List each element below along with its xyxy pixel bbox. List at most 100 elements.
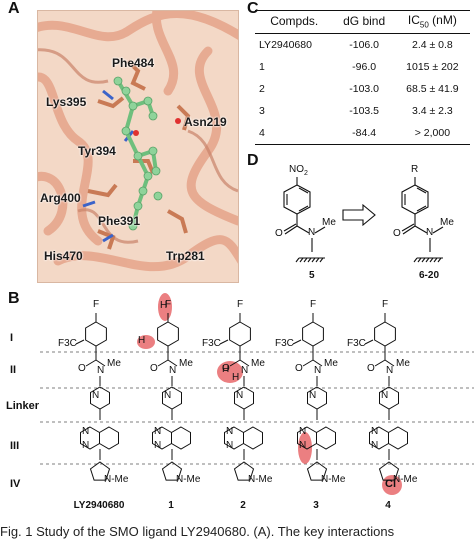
row-label: III	[10, 440, 20, 452]
atom-label: F3C	[275, 338, 294, 349]
row-label: Linker	[6, 400, 40, 412]
atom-label: F3C	[202, 338, 221, 349]
compound-label: 2	[240, 500, 246, 511]
atom-label: Cl	[385, 478, 396, 490]
atom-label: N	[164, 390, 172, 401]
panel-b-label: B	[8, 290, 20, 307]
atom-label: N	[154, 440, 162, 451]
atom-label: N	[226, 426, 234, 437]
table-cell: 1015 ± 202	[406, 61, 459, 74]
atom-label: N	[314, 365, 322, 376]
table-cell: 3	[259, 105, 265, 118]
atom-label: N	[226, 440, 234, 451]
residue-label: His470	[44, 249, 83, 263]
atom-label: N	[92, 390, 100, 401]
table-cell: -106.0	[349, 39, 380, 52]
scaffold-comparison: NO2 O N Me 5 R O N Me 6-20	[255, 160, 470, 290]
row-label: II	[10, 364, 17, 376]
atom-label: N-Me	[393, 474, 418, 485]
scaffold-drawing	[283, 177, 444, 263]
compound-label: 6-20	[419, 270, 440, 281]
table-cell: 3.4 ± 2.3	[411, 105, 453, 118]
table-row: 4-84.4> 2,000	[255, 122, 470, 146]
table-cell: 2	[259, 83, 265, 96]
residue-label: Asn219	[184, 115, 227, 129]
column-header-ic50: IC50 (nM)	[394, 9, 470, 35]
atom-label: N	[154, 426, 162, 437]
residue-label: Trp281	[166, 249, 205, 263]
atom-label: F	[310, 299, 317, 310]
table-cell: 1	[259, 61, 265, 74]
protein-ligand-image: Phe484 Lys395 Asn219 Tyr394 Arg400 Phe39…	[37, 10, 239, 283]
atom-label: H	[160, 300, 168, 311]
panel-d-label: D	[247, 152, 259, 169]
atom-label: F3C	[347, 338, 366, 349]
binding-table: Compds. dG bind IC50 (nM) LY2940680 -106.…	[255, 9, 470, 160]
table-row: 3 -103.5 3.4 ± 2.3	[255, 100, 470, 122]
compound-label: LY2940680	[73, 500, 125, 511]
atom-label: Me	[396, 358, 410, 369]
atom-label: H	[222, 364, 230, 375]
atom-label: N	[82, 426, 90, 437]
residue-label: Phe484	[112, 56, 155, 70]
figure-caption: Fig. 1 Study of the SMO ligand LY2940680…	[0, 524, 395, 539]
atom-label: Me	[251, 358, 265, 369]
compound-label: 1	[168, 500, 174, 511]
table-cell: -84.4	[333, 122, 395, 146]
nitrogen-atom: N	[426, 227, 434, 238]
table-cell: -103.0	[349, 83, 380, 96]
atom-label: O	[78, 363, 86, 374]
atom-label: Me	[107, 358, 121, 369]
column-header: dG bind	[333, 9, 395, 35]
atom-label: N-Me	[104, 474, 129, 485]
table-cell: -103.5	[349, 105, 380, 118]
compound-label: 4	[385, 500, 391, 511]
atom-label: O	[150, 363, 158, 374]
compound-label: 5	[309, 270, 315, 281]
atom-label: N-Me	[176, 474, 201, 485]
atom-label: F	[237, 299, 244, 310]
atom-label: F	[382, 299, 389, 310]
residue-label: Lys395	[46, 95, 87, 109]
column-header: Compds.	[255, 9, 334, 35]
panel-c-label: C	[247, 0, 259, 17]
atom-label: N	[236, 390, 244, 401]
atom-label: O	[367, 363, 375, 374]
compound-label: 3	[313, 500, 319, 511]
atom-label: N	[169, 365, 177, 376]
residue-label: Arg400	[40, 191, 81, 205]
residue-label: Tyr394	[78, 144, 116, 158]
atom-label: F	[165, 299, 172, 310]
oxygen-atom: O	[275, 228, 283, 239]
table-cell: > 2,000	[394, 122, 470, 146]
table-header-row: Compds. dG bind IC50 (nM)	[255, 9, 470, 35]
atom-label: N	[386, 365, 394, 376]
r-group-label: R	[411, 164, 419, 175]
methyl-label: Me	[440, 217, 454, 228]
atom-label: F	[93, 299, 100, 310]
nitro-group-label: NO2	[289, 164, 308, 177]
protein-ribbon-drawing	[38, 11, 238, 272]
atom-label: O	[295, 363, 303, 374]
table-cell: 4	[255, 122, 334, 146]
row-label: IV	[10, 478, 21, 490]
atom-label: N	[371, 440, 379, 451]
atom-label: N-Me	[248, 474, 273, 485]
atom-label: O	[222, 363, 230, 374]
atom-label: N	[381, 390, 389, 401]
nitrogen-atom: N	[308, 227, 316, 238]
atom-label: N	[241, 365, 249, 376]
table-cell: LY2940680	[259, 39, 312, 52]
atom-label: N-Me	[321, 474, 346, 485]
atom-label: H	[232, 372, 240, 383]
residue-label: Phe391	[98, 214, 141, 228]
atom-label: N	[82, 440, 90, 451]
atom-label: N	[299, 426, 307, 437]
binding-data-table: Compds. dG bind IC50 (nM) LY2940680 -106.…	[255, 9, 470, 146]
atom-label: Me	[324, 358, 338, 369]
atom-label: N	[371, 426, 379, 437]
